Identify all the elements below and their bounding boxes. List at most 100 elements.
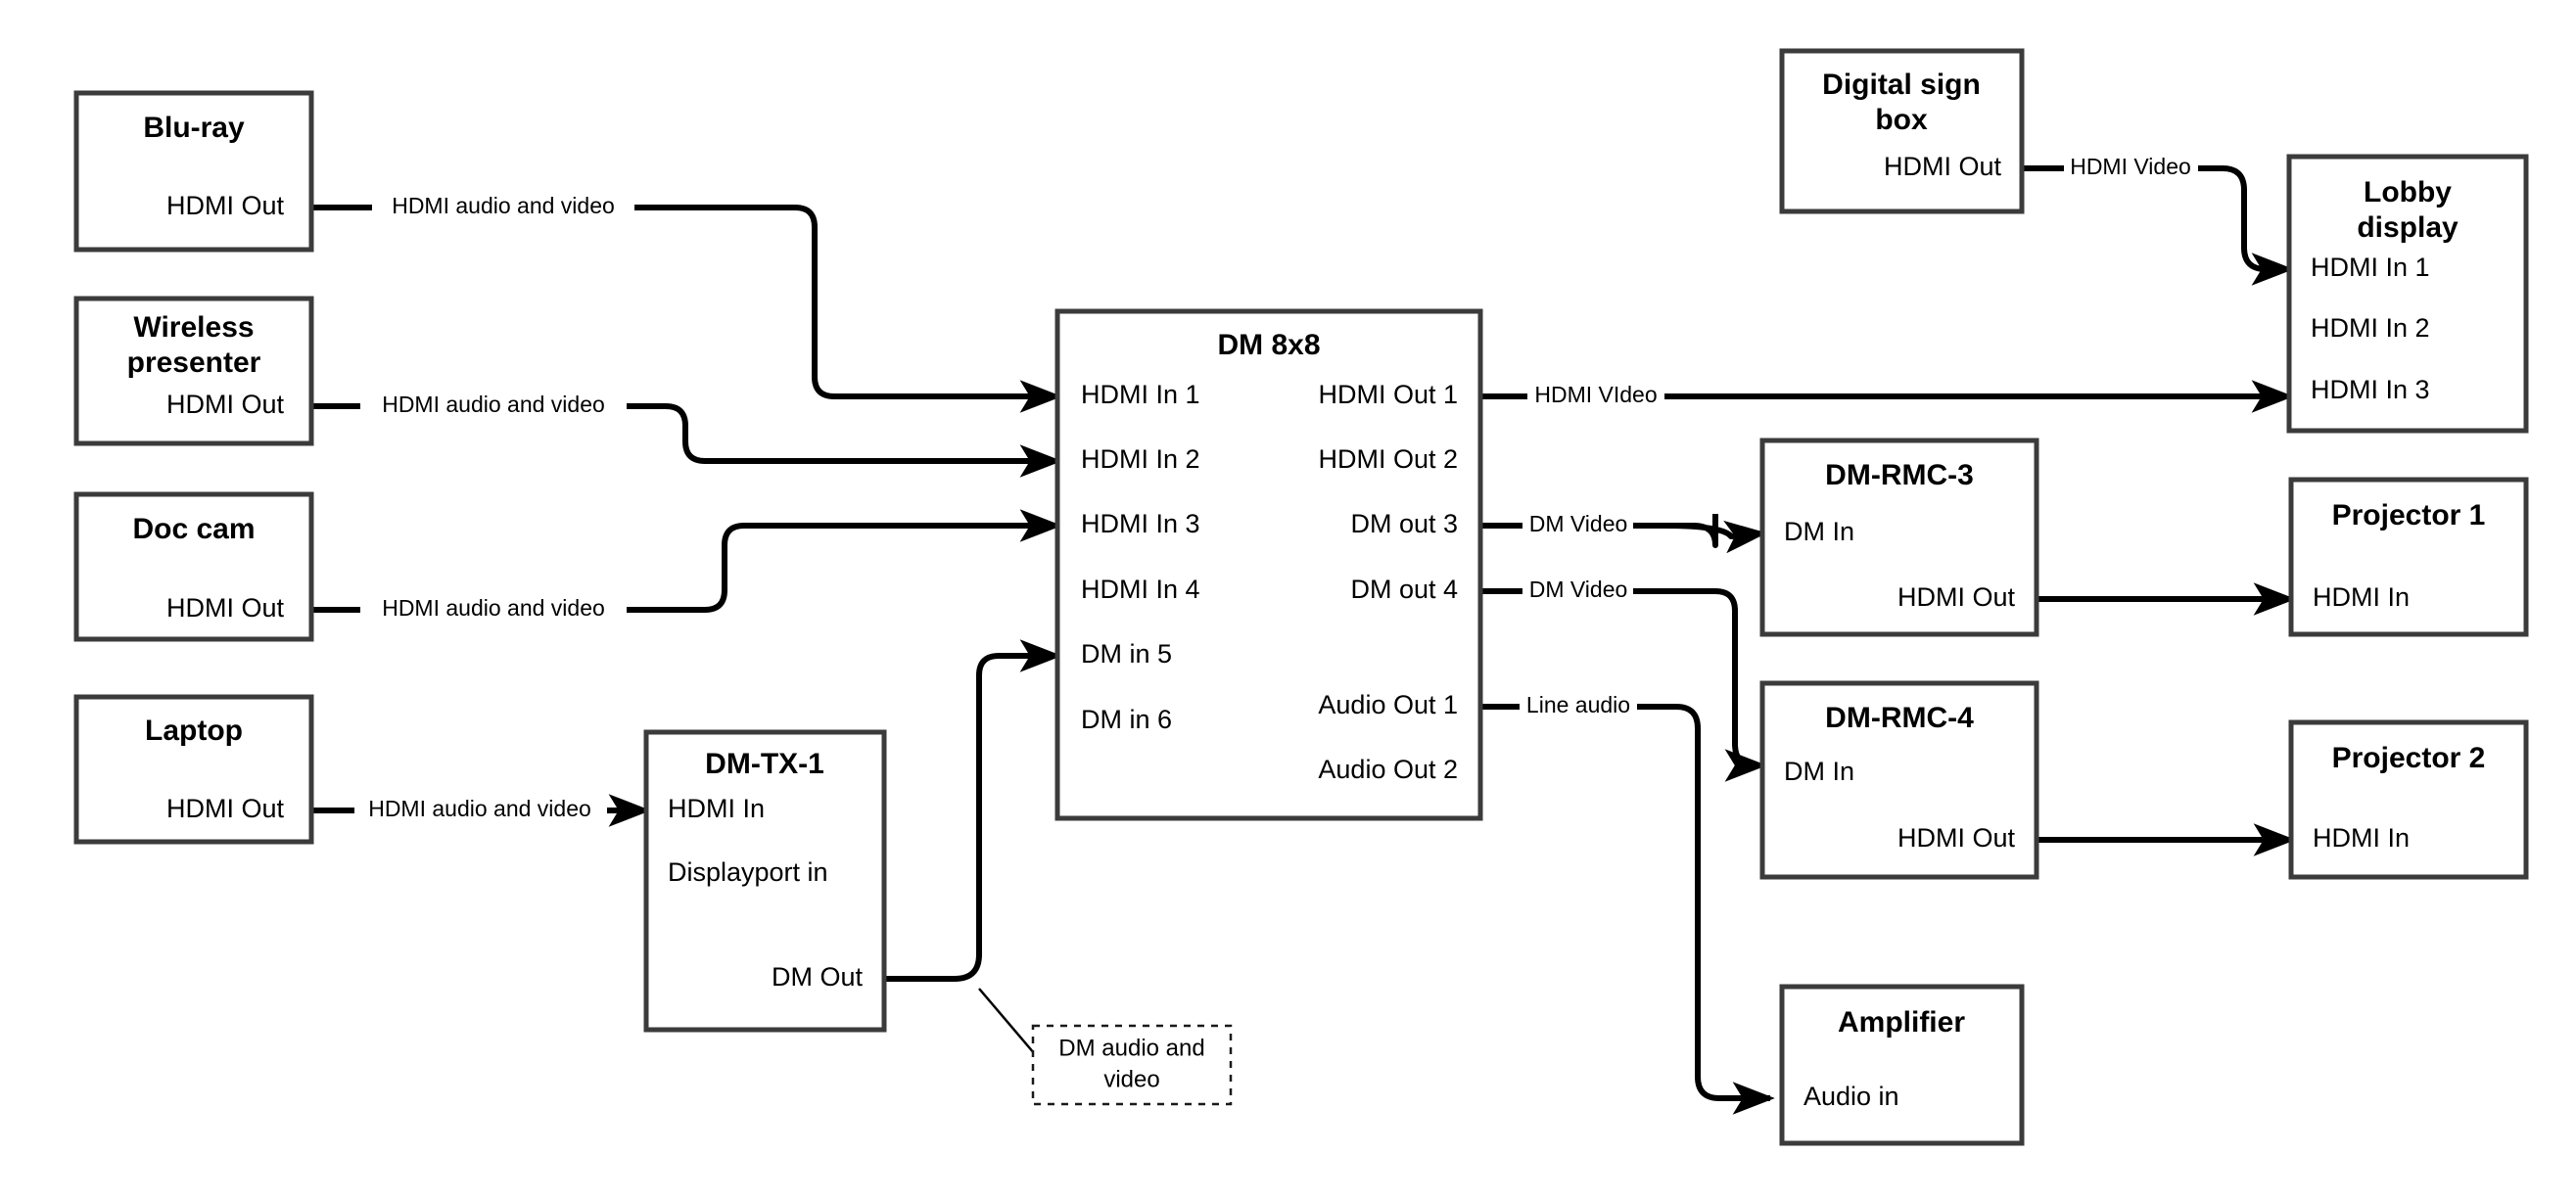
digital-sign-box-rect[interactable] <box>1779 48 2025 214</box>
bluray-title-final: Blu-ray <box>143 112 245 144</box>
connection-dm8x8-audio1-to-amplifier: Line audio <box>1480 692 1775 1115</box>
device-lobby-display[interactable]: Lobby display HDMI In 1 HDMI In 2 HDMI I… <box>2286 154 2529 434</box>
dm-8x8-output-5: Audio Out 1 <box>1318 690 1458 719</box>
dm-rmc-3-title: DM-RMC-3 <box>1825 459 1974 491</box>
connection-dmtx1-to-dm8x8 <box>884 639 1062 1068</box>
lobby-display-input-2: HDMI In 2 <box>2311 313 2430 343</box>
wire-segment-wireless-b <box>627 403 1062 478</box>
dm-8x8-output-3: DM out 3 <box>1350 509 1458 538</box>
device-dm-rmc-3[interactable]: DM-RMC-3 DM In HDMI Out <box>1759 438 2039 637</box>
digital-sign-box-title-line2: box <box>1875 104 1928 136</box>
callout-dm-audio-and-video: DM audio and video <box>1031 1024 1233 1106</box>
dm-tx-1-port-displayport-in: Displayport in <box>668 857 828 887</box>
wire-label-out4: DM Video <box>1529 577 1628 602</box>
projector-2-port-hdmi-in: HDMI In <box>2313 823 2410 853</box>
dm-rmc-4-port-hdmi-out: HDMI Out <box>1897 823 2016 853</box>
wire-label-laptop: HDMI audio and video <box>368 796 591 821</box>
wire-segment-dmtx1 <box>884 639 1062 982</box>
wireless-presenter-box[interactable] <box>73 296 314 446</box>
device-projector-2[interactable]: Projector 2 HDMI In <box>2288 719 2529 880</box>
connection-signbox-to-lobby: HDMI Video <box>2022 154 2294 286</box>
bluray-port-final: HDMI Out <box>166 191 285 220</box>
dm-8x8-input-1: HDMI In 1 <box>1081 380 1200 409</box>
dm-tx-1-port-hdmi-in: HDMI In <box>668 794 765 823</box>
callout-text-line2: video <box>1103 1066 1159 1092</box>
connection-dm8x8-out1-to-lobby: HDMI VIdeo <box>1480 380 2294 413</box>
wire-label-audio1: Line audio <box>1526 692 1630 717</box>
connection-bluray-to-dm8x8: HDMI audio and video <box>181 193 1062 413</box>
lobby-display-box[interactable] <box>2286 154 2529 434</box>
wire-label-wireless: HDMI audio and video <box>382 392 605 417</box>
wire-segment-out3-c <box>1663 520 1767 554</box>
lobby-display-title-line2: display <box>2357 211 2459 244</box>
dm-8x8-input-5: DM in 5 <box>1081 639 1172 669</box>
dm-8x8-title: DM 8x8 <box>1217 329 1320 361</box>
device-wireless-presenter[interactable]: Wireless presenter HDMI Out <box>73 296 314 446</box>
projector-1-box[interactable] <box>2288 477 2529 637</box>
callout-box-rect <box>1031 1024 1233 1106</box>
amplifier-port-audio-in: Audio in <box>1803 1082 1899 1111</box>
projector-1-port-hdmi-in: HDMI In <box>2313 582 2410 612</box>
laptop-box[interactable] <box>73 694 314 845</box>
dm-8x8-input-4: HDMI In 4 <box>1081 575 1200 604</box>
dm-tx-1-port-dm-out: DM Out <box>772 962 864 992</box>
device-laptop[interactable]: Laptop HDMI Out <box>73 694 314 845</box>
wire-label-signbox: HDMI Video <box>2070 154 2191 179</box>
digital-sign-box-title-line1: Digital sign <box>1822 69 1981 101</box>
wire-segment-doccam-b <box>627 509 1062 613</box>
dm-rmc-4-title: DM-RMC-4 <box>1825 702 1974 734</box>
connection-dm8x8-out4-to-rmc4: DM Video <box>1480 577 1767 782</box>
wire-label-out1: HDMI VIdeo <box>1534 382 1657 407</box>
lobby-display-title-line1: Lobby <box>2364 176 2452 208</box>
wireless-presenter-port-hdmi-out: HDMI Out <box>166 390 285 419</box>
callout-text-line1: DM audio and <box>1058 1035 1204 1061</box>
wireless-presenter-title-line2: presenter <box>127 346 261 379</box>
device-dm-rmc-4[interactable]: DM-RMC-4 DM In HDMI Out <box>1759 680 2039 880</box>
projector-2-box[interactable] <box>2288 719 2529 880</box>
wire-label-bluray: HDMI audio and video <box>392 193 615 218</box>
device-dm-8x8[interactable]: DM 8x8 HDMI In 1 HDMI In 2 HDMI In 3 HDM… <box>1054 308 1483 821</box>
wire-segment-bluray-b <box>634 205 1062 413</box>
device-digital-sign-box[interactable]: Digital sign box HDMI Out <box>1779 48 2025 214</box>
dm-tx-1-title: DM-TX-1 <box>705 748 824 780</box>
doc-cam-box[interactable] <box>73 491 314 642</box>
lobby-display-input-3: HDMI In 3 <box>2311 375 2430 404</box>
device-dm-tx-1[interactable]: DM-TX-1 HDMI In Displayport in DM Out <box>643 729 887 1033</box>
laptop-title: Laptop <box>145 715 243 747</box>
device-amplifier[interactable]: Amplifier Audio in <box>1779 984 2025 1146</box>
wire-segment-audio-b <box>1637 704 1775 1115</box>
wire-label-doccam: HDMI audio and video <box>382 595 605 621</box>
dm-8x8-output-4: DM out 4 <box>1350 575 1458 604</box>
dm-8x8-output-6: Audio Out 2 <box>1318 755 1458 784</box>
dm-rmc-3-box[interactable] <box>1759 438 2039 637</box>
doc-cam-title: Doc cam <box>132 513 255 545</box>
bluray-frame-rect[interactable] <box>73 90 314 253</box>
dm-8x8-output-2: HDMI Out 2 <box>1318 444 1458 474</box>
wire-segment-sign-b <box>2198 165 2294 286</box>
dm-rmc-4-box[interactable] <box>1759 680 2039 880</box>
dm-8x8-box[interactable] <box>1054 308 1483 821</box>
dm-8x8-output-1: HDMI Out 1 <box>1318 380 1458 409</box>
amplifier-box[interactable] <box>1779 984 2025 1146</box>
dm-rmc-3-port-dm-in: DM In <box>1784 517 1854 546</box>
dm-8x8-input-6: DM in 6 <box>1081 705 1172 734</box>
device-bluray-frame: Blu-ray HDMI Out <box>73 90 314 253</box>
projector-1-title: Projector 1 <box>2332 499 2486 531</box>
lobby-display-input-1: HDMI In 1 <box>2311 253 2430 282</box>
dm-rmc-3-port-hdmi-out: HDMI Out <box>1897 582 2016 612</box>
device-projector-1[interactable]: Projector 1 HDMI In <box>2288 477 2529 637</box>
device-doc-cam[interactable]: Doc cam HDMI Out <box>73 491 314 642</box>
amplifier-title: Amplifier <box>1838 1006 1965 1039</box>
dm-rmc-4-port-dm-in: DM In <box>1784 757 1854 786</box>
wireless-presenter-title-line1: Wireless <box>133 311 254 344</box>
digital-sign-box-port-hdmi-out: HDMI Out <box>1884 152 2002 181</box>
connection-dm8x8-out3-to-rmc3: DM Video <box>1480 511 1767 554</box>
dm-8x8-input-3: HDMI In 3 <box>1081 509 1200 538</box>
dm-tx-1-box[interactable] <box>643 729 887 1033</box>
laptop-port-hdmi-out: HDMI Out <box>166 794 285 823</box>
dm-8x8-input-2: HDMI In 2 <box>1081 444 1200 474</box>
doc-cam-port-hdmi-out: HDMI Out <box>166 593 285 623</box>
wire-label-out3: DM Video <box>1529 511 1628 536</box>
